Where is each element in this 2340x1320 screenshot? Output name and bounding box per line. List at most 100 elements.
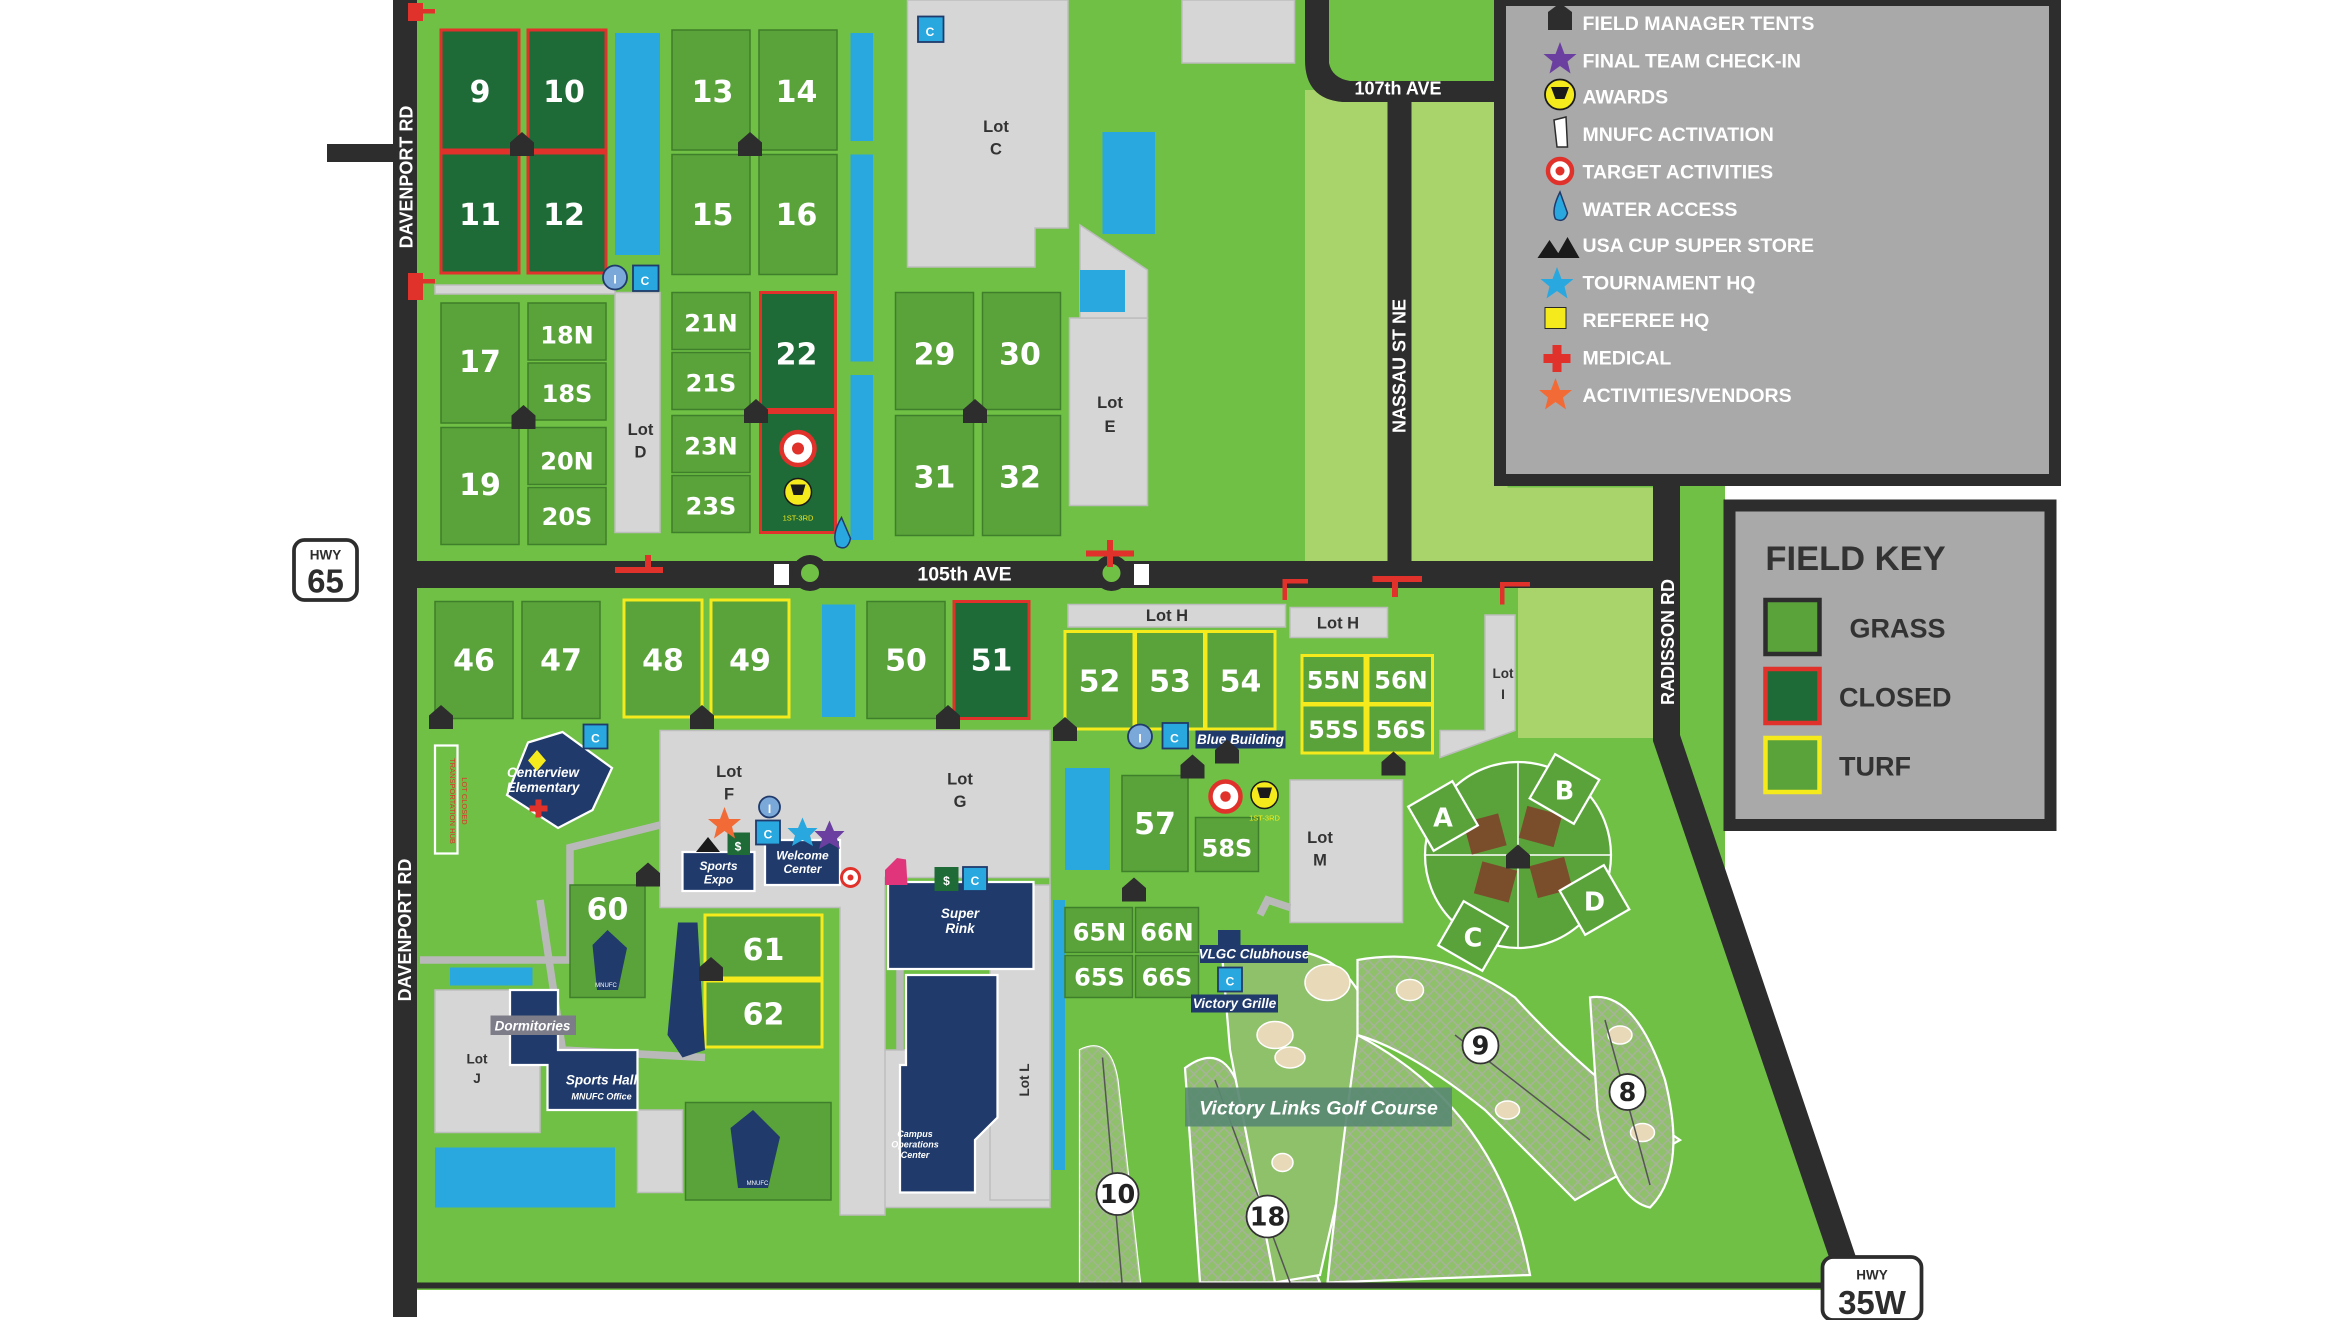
sports-expo[interactable] [681, 850, 756, 893]
concessions-icon[interactable]: C [1217, 966, 1243, 993]
tent-icon[interactable] [936, 705, 960, 729]
check-in-star-icon[interactable] [814, 820, 845, 850]
field-18n[interactable] [527, 302, 607, 361]
field-58s[interactable] [1194, 816, 1260, 873]
referee-hq-icon[interactable] [528, 750, 546, 771]
field-50[interactable] [866, 600, 946, 720]
field-53[interactable] [1134, 630, 1206, 731]
field-56s[interactable] [1366, 703, 1434, 755]
field-52[interactable] [1063, 630, 1136, 731]
105th-ave[interactable] [405, 561, 1680, 588]
field-14[interactable] [758, 29, 838, 151]
tent-icon[interactable] [510, 132, 534, 156]
field-17[interactable] [440, 302, 520, 424]
lot-d[interactable] [614, 291, 661, 534]
info-icon[interactable]: I [602, 264, 628, 291]
field-55s[interactable] [1300, 703, 1367, 755]
field-13[interactable] [671, 29, 751, 151]
107th-ave[interactable] [1305, 0, 1500, 102]
field-c[interactable] [1436, 899, 1510, 973]
target-icon[interactable] [1208, 779, 1243, 814]
field-55n[interactable] [1300, 654, 1367, 705]
tournament-hq-star-icon[interactable] [787, 817, 818, 847]
field-23s[interactable] [671, 474, 751, 534]
tent-icon[interactable] [1122, 877, 1146, 902]
field-15[interactable] [671, 153, 751, 276]
tent-icon[interactable] [1215, 739, 1239, 764]
field-48[interactable] [622, 598, 704, 719]
tent-icon[interactable] [963, 399, 987, 423]
info-icon[interactable]: I [1127, 723, 1153, 750]
campus-operations-center[interactable] [898, 973, 999, 1194]
field-47[interactable] [521, 600, 601, 720]
field-16[interactable] [758, 153, 838, 276]
tent-icon[interactable] [429, 705, 453, 729]
activities-star-icon[interactable] [708, 807, 741, 839]
tent-icon[interactable] [1180, 754, 1205, 779]
transportation-hub[interactable] [433, 744, 459, 855]
nassau-st[interactable] [1387, 90, 1412, 570]
field-21s[interactable] [671, 351, 751, 411]
tent-icon[interactable] [511, 405, 536, 429]
tent-icon[interactable] [1381, 751, 1406, 776]
field-b[interactable] [1528, 752, 1601, 826]
tent-icon[interactable] [1053, 717, 1077, 741]
field-66s[interactable] [1134, 954, 1200, 999]
field-12[interactable] [526, 151, 608, 275]
concessions-icon[interactable]: C [632, 264, 660, 292]
target-icon[interactable] [840, 867, 861, 888]
field-21n[interactable] [671, 291, 751, 351]
field-65s[interactable] [1064, 954, 1134, 999]
field-54[interactable] [1204, 630, 1277, 731]
field-66n[interactable] [1134, 906, 1200, 954]
tent-icon[interactable] [699, 957, 723, 981]
concessions-icon[interactable]: C [755, 819, 781, 846]
field-29[interactable] [894, 291, 975, 411]
concessions-icon[interactable]: C [962, 866, 988, 892]
davenport-road[interactable] [393, 0, 417, 1317]
super-rink[interactable] [886, 880, 1035, 971]
hwy-65-shield[interactable]: HWY 65 [292, 538, 359, 602]
field-20n[interactable] [527, 426, 607, 486]
cash-icon[interactable]: $ [727, 832, 751, 856]
field-30[interactable] [981, 291, 1062, 411]
field-d[interactable] [1558, 863, 1631, 937]
field-31[interactable] [894, 414, 975, 537]
radisson-road[interactable] [1653, 483, 1857, 1269]
field-46[interactable] [434, 600, 514, 720]
pink-tent-icon[interactable] [885, 858, 908, 885]
lot-h-east[interactable] [1289, 606, 1389, 639]
field-11[interactable] [439, 151, 521, 275]
field-23n[interactable] [671, 414, 751, 474]
tent-icon[interactable] [690, 705, 714, 729]
lot-c[interactable] [906, 0, 1069, 268]
field-32[interactable] [981, 414, 1062, 537]
concessions-icon[interactable]: C [1161, 722, 1189, 750]
tent-icon[interactable] [1506, 844, 1530, 869]
cash-icon[interactable]: $ [934, 867, 959, 891]
trophy-icon[interactable] [783, 477, 813, 507]
info-icon[interactable]: I [758, 795, 781, 819]
medical-cross-icon[interactable] [529, 799, 548, 818]
field-19[interactable] [440, 426, 520, 546]
field-62[interactable] [703, 979, 824, 1049]
loon-icon[interactable]: MNUFC [592, 930, 628, 990]
water-drop-icon[interactable] [834, 515, 852, 549]
field-57[interactable] [1121, 774, 1189, 873]
lot-h-west[interactable] [1067, 603, 1287, 628]
tent-icon[interactable] [636, 862, 660, 887]
concessions-icon[interactable]: C [582, 723, 609, 750]
loon-icon[interactable]: MNUFC [730, 1110, 781, 1188]
field-18s[interactable] [527, 362, 607, 421]
hwy-35w-shield[interactable]: HWY 35W [1820, 1255, 1924, 1320]
field-20s[interactable] [527, 486, 607, 546]
tent-icon[interactable] [744, 399, 768, 423]
target-icon[interactable] [779, 429, 817, 468]
concessions-icon[interactable]: C [917, 15, 945, 43]
lot-m[interactable] [1289, 779, 1404, 924]
field-49[interactable] [709, 598, 791, 719]
trophy-icon[interactable] [1250, 780, 1279, 810]
adidas-store-icon[interactable] [696, 837, 720, 852]
lot-i[interactable] [1439, 614, 1516, 759]
tent-icon[interactable] [738, 132, 762, 156]
